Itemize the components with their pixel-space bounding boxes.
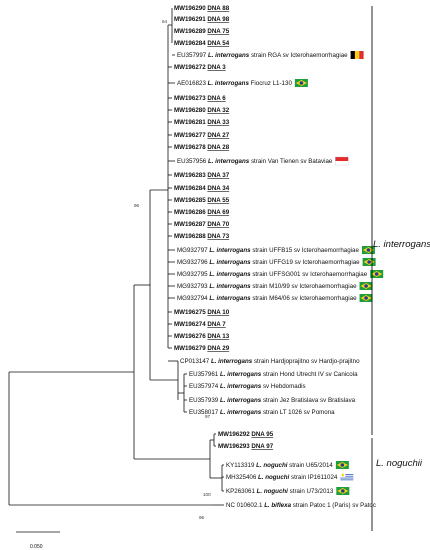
- brazil-flag-icon: [294, 79, 308, 87]
- taxon-label: MW196274 DNA 7: [174, 321, 226, 328]
- taxon-label: MW196275 DNA 10: [174, 309, 230, 316]
- taxon-label: MG932796 L. interrogans strain UFFG19 sv…: [177, 259, 360, 266]
- taxon-label: MW196286 DNA 69: [174, 209, 230, 216]
- taxon-label: MW196276 DNA 13: [174, 333, 230, 340]
- taxon-label: MW196291 DNA 98: [174, 16, 230, 23]
- brazil-flag-icon: [361, 246, 375, 254]
- taxon-label: MW196283 DNA 37: [174, 172, 230, 179]
- country-flags: [294, 51, 384, 495]
- belgium-flag-icon: [350, 51, 364, 59]
- taxon-label: MW196289 DNA 75: [174, 28, 230, 35]
- taxon-label: MW196292 DNA 95: [218, 431, 274, 438]
- taxon-label: EU357961 L. interrogans strain Hond Utre…: [189, 371, 358, 378]
- taxon-label: EU358017 L. interrogans strain LT 1026 s…: [189, 409, 335, 416]
- taxon-label: MW196285 DNA 55: [174, 197, 230, 204]
- taxon-label: EU357974 L. interrogans sv Hebdomadis: [189, 383, 306, 390]
- taxon-label: MW196273 DNA 6: [174, 95, 226, 102]
- scale-bar-label: 0.050: [30, 544, 43, 550]
- taxon-label: MW196281 DNA 33: [174, 119, 230, 126]
- bootstrap-97: 97: [205, 414, 211, 419]
- brazil-flag-icon: [335, 461, 349, 469]
- clade-label-interrogans: L. interrogans: [373, 239, 430, 250]
- taxon-label: MW196293 DNA 97: [218, 443, 274, 450]
- brazil-flag-icon: [362, 258, 376, 266]
- taxon-label: MG932797 L. interrogans strain UFFB15 sv…: [177, 247, 359, 254]
- uruguay-flag-icon: [340, 473, 354, 481]
- taxon-label: MW196280 DNA 32: [174, 107, 230, 114]
- taxon-label: MG932795 L. interrogans strain UFFSG001 …: [177, 271, 368, 278]
- taxon-label: NC 010602.1 L. biflexa strain Patoc 1 (P…: [226, 502, 376, 509]
- bootstrap-96-noguchi: 96: [199, 515, 205, 520]
- taxon-label: MW196284 DNA 34: [174, 185, 230, 192]
- clade-label-noguchii: L. noguchii: [376, 458, 423, 469]
- taxon-label: MW196278 DNA 28: [174, 144, 230, 151]
- taxon-label: KP263061 L. noguchi strain U73/2013: [226, 488, 334, 495]
- brazil-flag-icon: [359, 282, 373, 290]
- taxon-label: MW196284 DNA 54: [174, 40, 230, 47]
- taxon-label: CP013147 L. interrogans strain Hardjopra…: [180, 358, 360, 365]
- taxon-label: MW196290 DNA 88: [174, 5, 230, 12]
- indonesia-flag-icon: [335, 156, 349, 166]
- taxon-label: EU357956 L. interrogans strain Van Tiene…: [177, 158, 333, 165]
- taxon-label: AE016823 L. interrogans Fiocruz L1-130: [177, 80, 292, 87]
- taxon-label: MH325406 L. noguchi strain IP1611024: [226, 474, 338, 481]
- brazil-flag-icon: [336, 487, 350, 495]
- taxon-label: MW196277 DNA 27: [174, 132, 230, 139]
- taxon-label: KY113319 L. noguchi strain U65/2014: [226, 462, 333, 469]
- bootstrap-64: 64: [162, 19, 168, 24]
- taxon-label: EU357939 L. interrogans strain Jez Brati…: [189, 397, 356, 404]
- taxon-label: MW196287 DNA 70: [174, 221, 230, 228]
- brazil-flag-icon: [359, 294, 373, 302]
- taxon-label: MW196279 DNA 29: [174, 345, 230, 352]
- taxon-label: MW196272 DNA 3: [174, 64, 226, 71]
- bootstrap-100: 100: [203, 492, 211, 497]
- taxon-label: MG932793 L. interrogans strain M10/99 sv…: [177, 283, 357, 290]
- taxon-label: MW196288 DNA 73: [174, 233, 230, 240]
- brazil-flag-icon: [370, 270, 384, 278]
- taxon-label: EU357997 L. interrogans strain RGA sv Ic…: [177, 52, 348, 59]
- tree-branches: [8, 8, 224, 506]
- taxon-labels: MW196290 DNA 88 MW196291 DNA 98 MW196289 D…: [174, 5, 376, 509]
- taxon-label: MG932794 L. interrogans strain M64/06 sv…: [177, 295, 357, 302]
- bootstrap-96-interrogans: 96: [134, 203, 140, 208]
